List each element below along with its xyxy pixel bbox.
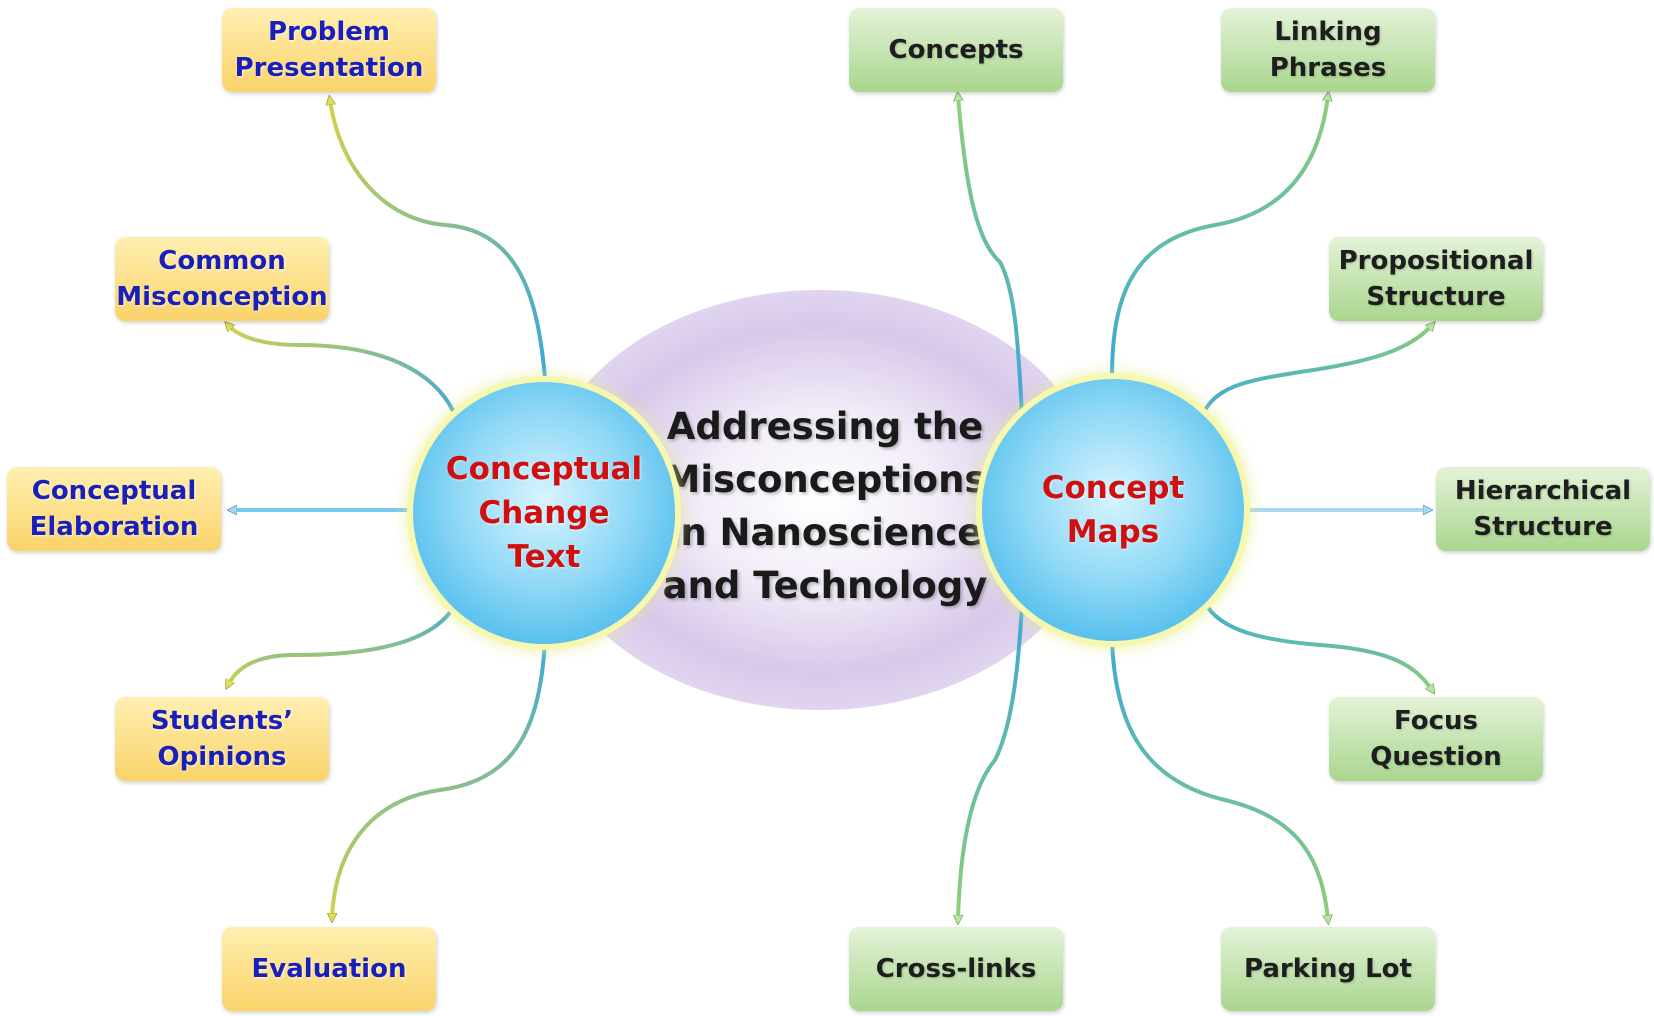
node-parking-lot: Parking Lot [1221,927,1435,1011]
central-topic-line: and Technology [662,564,988,607]
node-label-line: Problem [268,17,390,47]
node-label-line: Cross-links [875,954,1037,984]
node-label-line: Opinions [157,742,287,772]
connector-students-opinions [228,603,457,685]
node-focus-question: Focus Question [1329,697,1543,781]
connector-parking-lot [1110,639,1328,920]
central-topic-line: in Nanoscience [667,511,983,554]
hub-label-line: Concept [1041,470,1185,506]
node-label-line: Students’ [150,706,294,736]
hub-label-line: Maps [1066,514,1160,550]
connector-problem-presentation [330,100,547,379]
node-label-line: Phrases [1269,53,1387,83]
node-label-line: Conceptual [31,476,197,506]
connector-evaluation [332,641,547,918]
node-label-line: Common [158,246,286,276]
central-topic-line: Misconceptions [663,458,987,501]
node-label-line: Parking Lot [1244,954,1412,984]
node-label-line: Structure [1366,282,1506,312]
connector-common-misconception [228,325,457,416]
node-label-line: Concepts [888,35,1024,65]
connector-focus-question [1203,601,1432,690]
node-label-line: Elaboration [29,512,199,542]
node-label-line: Linking [1274,17,1382,47]
hub-label-line: Text [507,539,581,575]
central-topic: Addressing the Misconceptions in Nanosci… [640,400,1010,612]
hub-label-line: Change [478,495,610,531]
node-hierarchical-structure: Hierarchical Structure [1436,467,1650,551]
node-label-line: Misconception [116,282,328,312]
node-label-line: Evaluation [251,954,407,984]
node-propositional-structure: Propositional Structure [1329,237,1543,321]
connector-cross-links [958,602,1024,920]
node-concepts: Concepts [849,8,1063,92]
node-problem-presentation: Problem Presentation [222,8,436,92]
node-cross-links: Cross-links [849,927,1063,1011]
connector-linking-phrases [1110,96,1328,379]
hub-concept-maps: Concept Maps [982,379,1244,641]
connector-concepts [958,96,1024,416]
node-conceptual-elaboration: Conceptual Elaboration [7,467,221,551]
node-evaluation: Evaluation [222,927,436,1011]
central-topic-line: Addressing the [666,405,984,448]
hub-label-line: Conceptual [445,451,643,487]
node-common-misconception: Common Misconception [115,237,329,321]
connector-propositional-structure [1203,325,1432,412]
node-label-line: Focus Question [1370,706,1502,772]
node-students-opinions: Students’ Opinions [115,697,329,781]
node-label-line: Structure [1473,512,1613,542]
hub-conceptual-change-text: Conceptual Change Text [413,382,675,644]
node-linking-phrases: Linking Phrases [1221,8,1435,92]
node-label-line: Propositional [1338,246,1534,276]
node-label-line: Presentation [234,53,424,83]
node-label-line: Hierarchical [1454,476,1632,506]
